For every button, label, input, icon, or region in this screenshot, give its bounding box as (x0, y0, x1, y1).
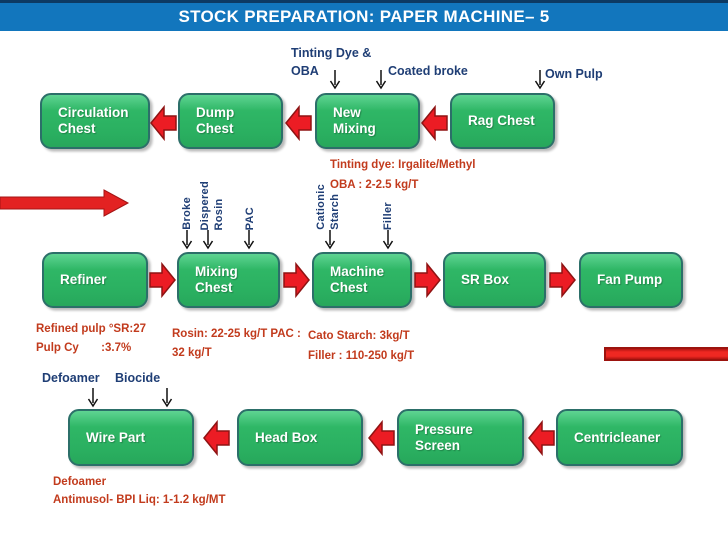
box-label: Head Box (255, 429, 318, 445)
box-wire-part: Wire Part (68, 409, 194, 466)
down-arrow-icon (243, 230, 255, 250)
down-arrow-icon (329, 70, 341, 90)
box-label: Circulation Chest (58, 105, 129, 136)
box-pressure-screen: Pressure Screen (397, 409, 524, 466)
box-label: Centricleaner (574, 429, 661, 445)
flow-arrow-left-icon (203, 419, 230, 457)
note-rosin-pac: Rosin: 22-25 kg/T PAC : 32 kg/T (172, 328, 301, 359)
down-arrow-icon (202, 230, 214, 250)
vlabel-dispered-rosin: Dispered Rosin (199, 180, 225, 230)
flow-arrow-right-icon (283, 261, 310, 299)
title-bar: STOCK PREPARATION: PAPER MACHINE– 5 (0, 0, 728, 31)
note-refined-pulp: Refined pulp °SR:27 Pulp Cy :3.7% (36, 323, 147, 354)
box-label: Rag Chest (468, 113, 535, 128)
vlabel-broke: Broke (181, 197, 193, 230)
down-arrow-icon (534, 70, 546, 90)
box-circulation-chest: Circulation Chest (40, 93, 150, 149)
note-tinting-dye: Tinting dye: Irgalite/Methyl OBA : 2-2.5… (330, 159, 476, 191)
box-sr-box: SR Box (443, 252, 546, 308)
box-machine-chest: Machine Chest (312, 252, 412, 308)
box-label: New Mixing (333, 105, 376, 136)
box-head-box: Head Box (237, 409, 363, 466)
label-tinting-dye-oba: Tinting Dye & OBA (291, 46, 372, 78)
box-label: Fan Pump (597, 272, 663, 287)
vlabel-pac: PAC (244, 206, 256, 230)
flow-arrow-left-icon (368, 419, 395, 457)
flow-arrow-left-icon (528, 419, 555, 457)
box-rag-chest: Rag Chest (450, 93, 555, 149)
feed-bar-right (604, 347, 728, 361)
flow-arrow-right-icon (149, 261, 176, 299)
label-own-pulp: Own Pulp (545, 67, 603, 81)
vlabel-cationic-starch: Cationic Starch (315, 184, 341, 230)
box-fan-pump: Fan Pump (579, 252, 683, 308)
box-label: Pressure Screen (415, 421, 473, 453)
box-refiner: Refiner (42, 252, 148, 308)
down-arrow-icon (87, 388, 99, 408)
flow-arrow-left-icon (150, 104, 177, 142)
note-defoamer-antimusol: Defoamer Antimusol- BPI Liq: 1-1.2 kg/MT (53, 476, 226, 506)
box-label: Machine Chest (330, 264, 385, 295)
down-arrow-icon (375, 70, 387, 90)
vlabel-filler: Filler (382, 201, 394, 230)
flow-arrow-right-icon (549, 261, 576, 299)
box-mixing-chest: Mixing Chest (177, 252, 280, 308)
flow-arrow-right-icon (414, 261, 441, 299)
flow-arrow-left-icon (421, 104, 448, 142)
label-defoamer: Defoamer (42, 371, 100, 385)
box-new-mixing: New Mixing (315, 93, 420, 149)
label-coated-broke: Coated broke (388, 64, 468, 78)
box-label: Refiner (60, 272, 107, 287)
page-title: STOCK PREPARATION: PAPER MACHINE– 5 (178, 7, 550, 26)
box-dump-chest: Dump Chest (178, 93, 283, 149)
box-centricleaner: Centricleaner (556, 409, 683, 466)
feed-arrow-right-icon (0, 189, 130, 217)
box-label: Dump Chest (196, 105, 235, 136)
down-arrow-icon (382, 230, 394, 250)
box-label: SR Box (461, 272, 510, 287)
box-label: Mixing Chest (195, 264, 238, 295)
box-label: Wire Part (86, 429, 146, 445)
note-starch-filler: Cato Starch: 3kg/T Filler : 110-250 kg/T (308, 330, 415, 362)
label-biocide: Biocide (115, 371, 161, 385)
down-arrow-icon (181, 230, 193, 250)
down-arrow-icon (161, 388, 173, 408)
flow-arrow-left-icon (285, 104, 312, 142)
down-arrow-icon (324, 230, 336, 250)
